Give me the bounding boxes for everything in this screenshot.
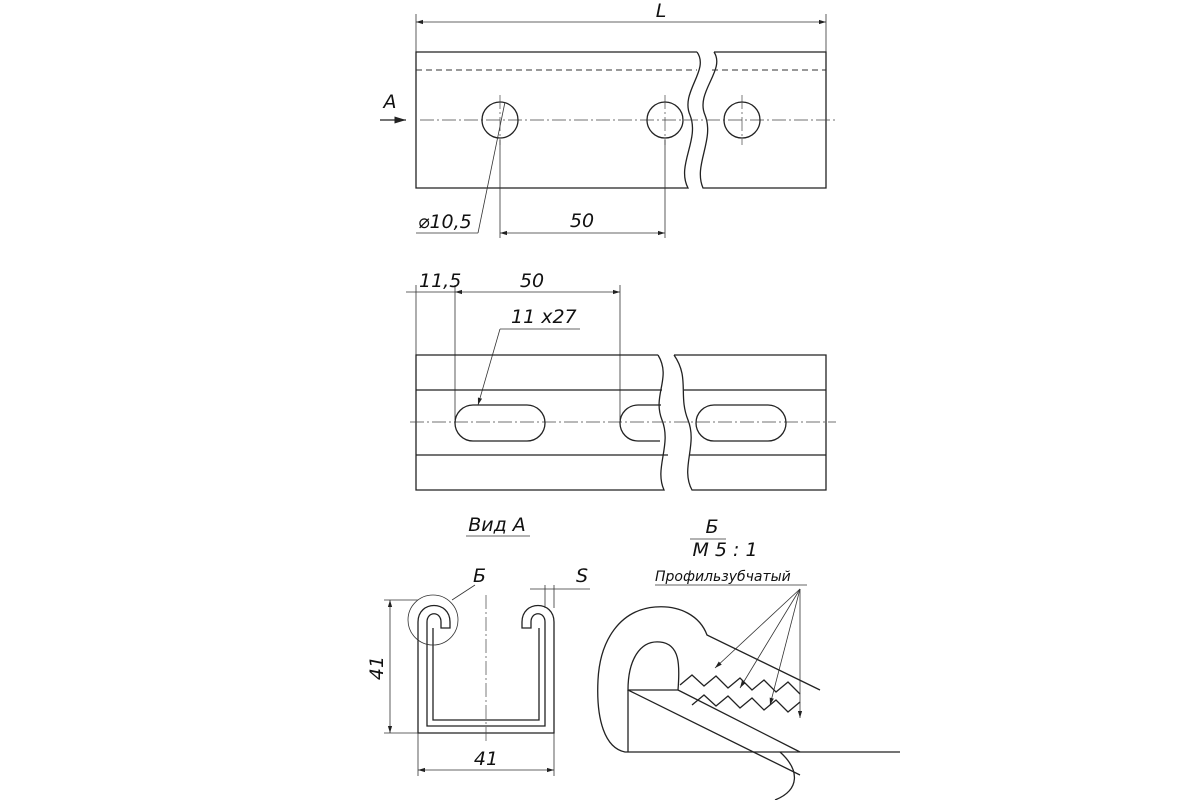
slot-3 — [695, 404, 787, 442]
detail-b-circle — [407, 594, 459, 646]
top-view: L A ⌀10,5 50 — [380, 0, 836, 238]
profile-label: Профильзубчатый — [655, 569, 791, 585]
profile-leader-3 — [769, 588, 801, 706]
middle-body-right-part — [673, 354, 827, 491]
detail-inner-face — [677, 689, 801, 753]
length-label: L — [656, 0, 667, 22]
top-body-right-part — [699, 51, 827, 189]
top-body-left-part — [415, 51, 701, 189]
section-view-title: Вид А — [468, 514, 526, 536]
c-profile-outer — [417, 605, 555, 734]
view-a-marker: A — [382, 91, 397, 113]
slot-size-label: 11 x27 — [511, 306, 577, 328]
detail-web-top — [627, 689, 801, 776]
diameter-leader — [477, 101, 506, 234]
detail-view-title: Б — [705, 516, 718, 538]
slot-pitch-label: 50 — [520, 270, 544, 292]
profile-leader-2 — [739, 588, 801, 689]
detail-b-marker: Б — [473, 565, 486, 587]
detail-hook-inner — [627, 641, 680, 691]
middle-body-left-part — [415, 354, 666, 491]
c-profile-inner — [432, 628, 540, 721]
detail-teeth — [679, 674, 801, 695]
detail-teeth-lower — [691, 694, 801, 713]
detail-scale: М 5 : 1 — [692, 539, 757, 561]
slot-2-partial — [619, 404, 661, 442]
section-view: Вид А Б S 41 41 — [366, 514, 590, 776]
detail-hook-top — [654, 606, 821, 691]
height-label: 41 — [366, 656, 388, 680]
detail-bottom-curve — [774, 751, 796, 800]
width-label: 41 — [474, 748, 498, 770]
detail-view: Б М 5 : 1 Профильзубчатый — [597, 516, 900, 800]
slot-1 — [454, 404, 546, 442]
detail-hook-outer — [597, 606, 900, 753]
thickness-label: S — [576, 565, 588, 587]
detail-b-leader — [451, 584, 476, 601]
slot-leader — [477, 328, 501, 406]
hole-diameter-label: ⌀10,5 — [418, 211, 472, 233]
offset-label: 11,5 — [419, 270, 461, 292]
profile-leader-1 — [714, 588, 801, 669]
hole-pitch-label: 50 — [570, 210, 594, 232]
middle-view: 11,5 50 11 x27 — [406, 270, 836, 491]
